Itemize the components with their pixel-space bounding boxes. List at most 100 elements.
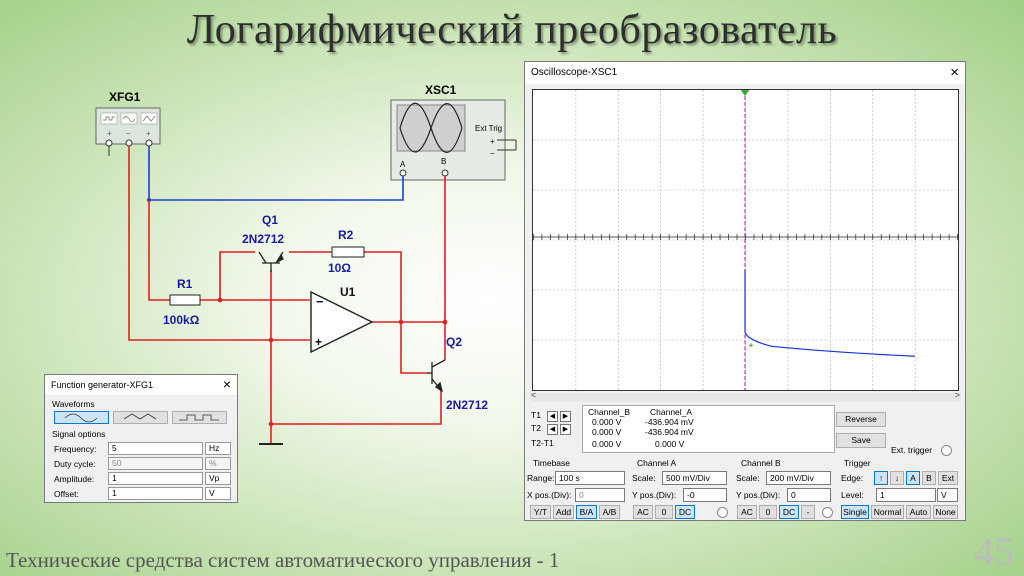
- wire-to-channel-a: [148, 146, 404, 201]
- channel-b-ypos-field[interactable]: 0: [787, 488, 831, 502]
- none-button[interactable]: None: [933, 505, 958, 519]
- amplitude-unit[interactable]: Vp: [205, 472, 231, 485]
- b-over-a-button[interactable]: B/A: [576, 505, 597, 519]
- t1-right-arrow[interactable]: ▶: [560, 411, 571, 422]
- r1-value: 100kΩ: [163, 313, 200, 327]
- t2t1-label: T2-T1: [531, 438, 554, 448]
- channel-b-ypos-label: Y pos.(Div):: [736, 490, 781, 500]
- timebase-range-field[interactable]: 100 s: [555, 471, 625, 485]
- add-button[interactable]: Add: [553, 505, 574, 519]
- col-channel-a: Channel_A: [650, 407, 693, 417]
- normal-button[interactable]: Normal: [871, 505, 904, 519]
- square-wave-button[interactable]: [172, 411, 227, 424]
- t1-channel-b-value: 0.000 V: [592, 417, 622, 427]
- channel-b-dc-button[interactable]: DC: [779, 505, 799, 519]
- trigger-source-a-button[interactable]: A: [906, 471, 920, 485]
- xsc1-label: XSC1: [425, 83, 457, 97]
- offset-unit[interactable]: V: [205, 487, 231, 500]
- duty-cycle-unit[interactable]: %: [205, 457, 231, 470]
- rising-edge-icon[interactable]: ↑: [874, 471, 888, 485]
- channel-a-dc-button[interactable]: DC: [675, 505, 695, 519]
- u1-opamp[interactable]: − +: [310, 290, 374, 354]
- channel-b-zero-button[interactable]: 0: [759, 505, 777, 519]
- frequency-unit[interactable]: Hz: [205, 442, 231, 455]
- r2-resistor[interactable]: [331, 246, 365, 258]
- timebase-title: Timebase: [533, 458, 571, 468]
- readout-table: Channel_B Channel_A 0.000 V -436.904 mV …: [582, 405, 835, 453]
- triangle-wave-icon: [123, 413, 157, 420]
- channel-a-scale-label: Scale:: [632, 473, 656, 483]
- q2-transistor[interactable]: [427, 359, 446, 393]
- trigger-source-ext-button[interactable]: Ext: [938, 471, 958, 485]
- channel-b-ac-button[interactable]: AC: [737, 505, 757, 519]
- trigger-level-label: Level:: [841, 490, 864, 500]
- svg-text:+: +: [146, 129, 151, 138]
- function-generator-titlebar[interactable]: Function generator-XFG1 ×: [45, 375, 237, 395]
- channel-a-zero-button[interactable]: 0: [655, 505, 673, 519]
- scroll-left-icon[interactable]: <: [531, 390, 537, 400]
- trigger-edge-label: Edge:: [841, 473, 864, 483]
- u1-name: U1: [340, 285, 356, 299]
- a-over-b-button[interactable]: A/B: [599, 505, 620, 519]
- close-icon[interactable]: ×: [950, 64, 959, 81]
- frequency-field[interactable]: 5: [108, 442, 203, 455]
- horizontal-scrollbar[interactable]: < >: [530, 390, 961, 402]
- trigger-source-b-button[interactable]: B: [922, 471, 936, 485]
- oscilloscope-screen[interactable]: [532, 89, 959, 391]
- t2-right-arrow[interactable]: ▶: [560, 424, 571, 435]
- xsc1-symbol[interactable]: Ext Trig A B + −: [390, 99, 517, 181]
- r1-resistor[interactable]: [169, 294, 201, 306]
- sine-wave-button[interactable]: [54, 411, 109, 424]
- duty-cycle-label: Duty cycle:: [54, 459, 96, 469]
- timebase-range-label: Range:: [527, 473, 555, 483]
- q1-name: Q1: [262, 213, 278, 227]
- close-icon[interactable]: ×: [222, 376, 231, 392]
- circuit-schematic: XFG1 + − + XSC1 Ext Trig A B + −: [95, 83, 517, 445]
- channel-a-ypos-field[interactable]: -0: [683, 488, 727, 502]
- amplitude-field[interactable]: 1: [108, 472, 203, 485]
- slide-title: Логарифмический преобразователь: [186, 7, 838, 53]
- cursor-t1-handle[interactable]: [740, 89, 750, 96]
- offset-field[interactable]: 1: [108, 487, 203, 500]
- sine-wave-icon: [64, 413, 98, 423]
- channel-b-invert-button[interactable]: -: [801, 505, 815, 519]
- square-wave-icon: [179, 414, 219, 421]
- slide-footer: Технические средства систем автоматическ…: [6, 548, 560, 572]
- channel-a-scale-field[interactable]: 500 mV/Div: [662, 471, 727, 485]
- oscilloscope-titlebar[interactable]: Oscilloscope-XSC1 ×: [525, 62, 965, 84]
- channel-b-terminal[interactable]: [822, 507, 833, 518]
- waveforms-label: Waveforms: [52, 399, 95, 409]
- auto-button[interactable]: Auto: [906, 505, 931, 519]
- r2-name: R2: [338, 228, 354, 242]
- delta-channel-b-value: 0.000 V: [592, 439, 622, 449]
- col-channel-b: Channel_B: [588, 407, 631, 417]
- save-button[interactable]: Save: [836, 433, 886, 448]
- trigger-title: Trigger: [844, 458, 871, 468]
- svg-text:+: +: [490, 137, 495, 146]
- t1-label: T1: [531, 410, 541, 420]
- yt-button[interactable]: Y/T: [530, 505, 551, 519]
- ext-trigger-terminal[interactable]: [941, 445, 952, 456]
- t2-channel-a-value: -436.904 mV: [645, 427, 694, 437]
- channel-b-scale-field[interactable]: 200 mV/Div: [766, 471, 831, 485]
- t2-left-arrow[interactable]: ◀: [547, 424, 558, 435]
- channel-a-terminal[interactable]: [717, 507, 728, 518]
- reverse-button[interactable]: Reverse: [836, 412, 886, 427]
- trigger-level-field[interactable]: 1: [876, 488, 936, 502]
- falling-edge-icon[interactable]: ↓: [890, 471, 904, 485]
- duty-cycle-field[interactable]: 50: [108, 457, 203, 470]
- channel-a-ac-button[interactable]: AC: [633, 505, 653, 519]
- channel-a-trace: [744, 269, 915, 357]
- triangle-wave-button[interactable]: [113, 411, 168, 424]
- xfg1-symbol[interactable]: + − +: [95, 107, 161, 156]
- cursor-readout: T1 ◀ ▶ T2 ◀ ▶ T2-T1 Channel_B Channel_A …: [531, 405, 835, 453]
- single-button[interactable]: Single: [841, 505, 869, 519]
- ext-trigger-label: Ext. trigger: [891, 445, 933, 455]
- t1-left-arrow[interactable]: ◀: [547, 411, 558, 422]
- trigger-level-unit[interactable]: V: [937, 488, 958, 502]
- x-pos-field[interactable]: 0: [575, 488, 625, 502]
- channel-a-label: A: [400, 160, 406, 169]
- scroll-right-icon[interactable]: >: [954, 390, 960, 400]
- q1-transistor[interactable]: [258, 251, 284, 272]
- slide-number: 45: [974, 529, 1014, 574]
